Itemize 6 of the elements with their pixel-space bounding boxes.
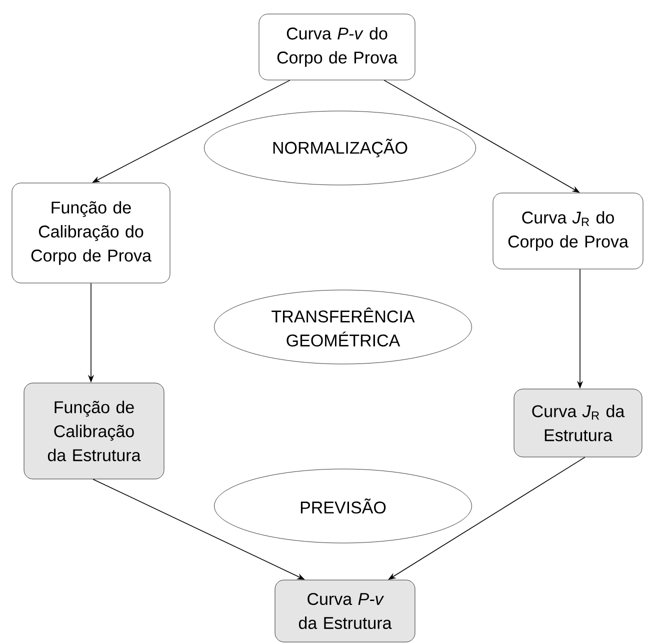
- process-box: Curva P-v da Estrutura: [274, 580, 416, 642]
- process-box: Curva P-v do Corpo de Prova: [258, 14, 416, 80]
- process-box: Curva J$_{R}$ do Corpo de Prova: [492, 192, 644, 270]
- process-box: Função de Calibração da Estrutura: [24, 382, 164, 480]
- process-box: Função de Calibração do Corpo de Prova: [12, 182, 170, 284]
- process-box: Curva J$_{R}$ da Estrutura: [514, 388, 642, 458]
